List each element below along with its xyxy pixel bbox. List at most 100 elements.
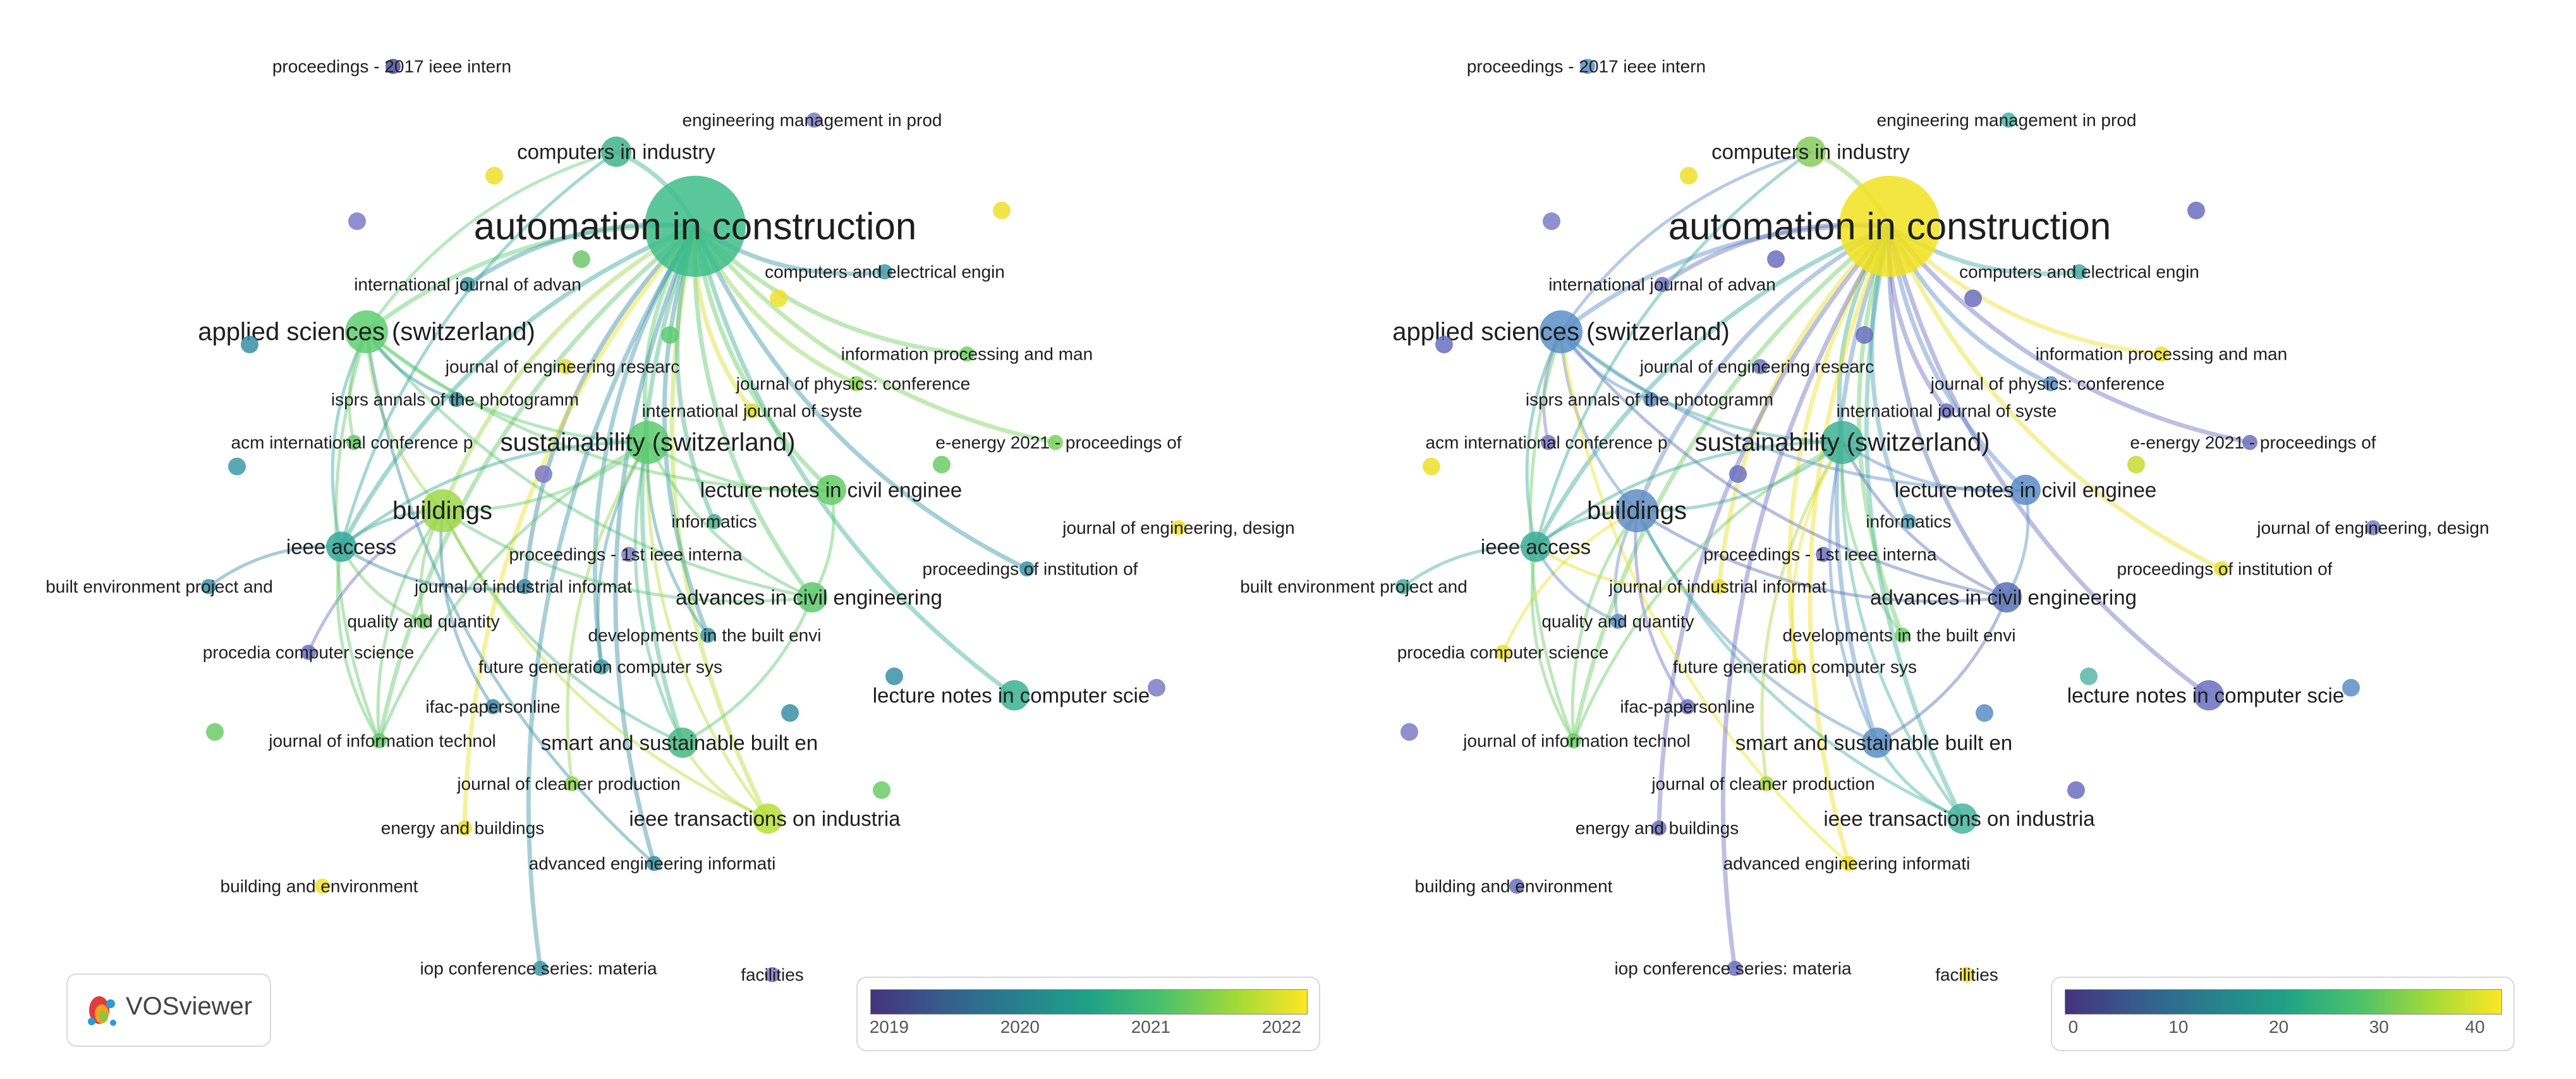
node-label[interactable]: e-energy 2021 - proceedings of <box>2130 433 2376 453</box>
node-circle[interactable] <box>485 699 501 714</box>
node-circle[interactable] <box>1964 290 1982 307</box>
node-label[interactable]: international journal of syste <box>1837 401 2057 421</box>
node-circle[interactable] <box>326 532 356 562</box>
node-circle[interactable] <box>885 668 903 685</box>
node-label[interactable]: ifac-papersonline <box>425 697 560 717</box>
node-label[interactable]: procedia computer science <box>1397 643 1609 662</box>
node-label[interactable]: international journal of advan <box>1548 275 1776 295</box>
node-circle[interactable] <box>2001 113 2016 128</box>
node-circle[interactable] <box>849 376 864 391</box>
node-circle[interactable] <box>2043 376 2058 391</box>
node-label[interactable]: facilities <box>1935 965 1998 985</box>
node-circle[interactable] <box>770 290 787 307</box>
node-circle[interactable] <box>1395 579 1411 594</box>
node-circle[interactable] <box>1895 628 1910 643</box>
node-label[interactable]: quality and quantity <box>347 612 499 631</box>
node-circle[interactable] <box>2154 346 2169 362</box>
node-label[interactable]: journal of physics: conference <box>736 374 970 394</box>
node-label[interactable]: sustainability (switzerland) <box>1695 429 1990 456</box>
node-circle[interactable] <box>315 879 330 894</box>
node-circle[interactable] <box>1816 547 1831 562</box>
node-circle[interactable] <box>201 579 216 594</box>
node-label[interactable]: proceedings - 1st ieee interna <box>509 545 743 564</box>
node-label[interactable]: advanced engineering informati <box>529 854 776 874</box>
node-circle[interactable] <box>1862 728 1892 758</box>
node-label[interactable]: international journal of syste <box>642 401 863 421</box>
node-label[interactable]: buildings <box>1587 497 1687 525</box>
node-circle[interactable] <box>1400 723 1418 741</box>
node-circle[interactable] <box>1655 277 1670 292</box>
node-circle[interactable] <box>877 264 892 279</box>
node-label[interactable]: developments in the built envi <box>1783 626 2016 645</box>
node-label[interactable]: proceedings - 2017 ieee intern <box>272 57 511 76</box>
node-circle[interactable] <box>2214 561 2229 576</box>
node-label[interactable]: information processing and man <box>841 344 1093 364</box>
node-label[interactable]: procedia computer science <box>203 643 415 662</box>
node-circle[interactable] <box>533 961 548 976</box>
node-circle[interactable] <box>781 704 799 722</box>
node-label[interactable]: acm international conference p <box>1426 433 1668 453</box>
node-circle[interactable] <box>1566 733 1581 748</box>
node-label[interactable]: acm international conference p <box>231 433 473 453</box>
node-circle[interactable] <box>564 776 580 791</box>
node-label[interactable]: ieee transactions on industria <box>1823 807 2095 831</box>
node-label[interactable]: iop conference series: materia <box>420 959 657 978</box>
node-circle[interactable] <box>700 628 715 643</box>
node-label[interactable]: quality and quantity <box>1541 612 1694 631</box>
node-circle[interactable] <box>2366 520 2381 535</box>
node-circle[interactable] <box>933 456 951 473</box>
node-label[interactable]: engineering management in prod <box>683 111 942 130</box>
node-label[interactable]: proceedings - 2017 ieee intern <box>1467 57 1706 76</box>
node-circle[interactable] <box>1821 421 1864 464</box>
node-label[interactable]: proceedings of institution of <box>2117 559 2333 579</box>
node-circle[interactable] <box>645 176 746 277</box>
node-circle[interactable] <box>1976 704 1993 722</box>
node-label[interactable]: journal of cleaner production <box>456 774 680 794</box>
node-circle[interactable] <box>1753 359 1768 374</box>
node-label[interactable]: journal of industrial informat <box>414 577 632 597</box>
node-circle[interactable] <box>228 458 246 475</box>
node-circle[interactable] <box>416 614 431 629</box>
node-circle[interactable] <box>206 723 224 741</box>
node-circle[interactable] <box>765 967 780 982</box>
node-circle[interactable] <box>517 579 532 594</box>
node-circle[interactable] <box>707 514 722 529</box>
node-circle[interactable] <box>2072 264 2087 279</box>
node-circle[interactable] <box>1680 699 1695 714</box>
node-label[interactable]: journal of physics: conference <box>1930 374 2165 394</box>
node-label[interactable]: journal of industrial informat <box>1608 577 1826 597</box>
node-circle[interactable] <box>1521 532 1551 562</box>
node-circle[interactable] <box>1839 176 1940 277</box>
node-circle[interactable] <box>2342 679 2360 697</box>
node-label[interactable]: international journal of advan <box>354 275 581 295</box>
node-circle[interactable] <box>1789 659 1804 674</box>
node-label[interactable]: building and environment <box>221 877 418 896</box>
node-label[interactable]: isprs annals of the photogramm <box>331 390 579 410</box>
node-label[interactable]: information processing and man <box>2036 344 2287 364</box>
node-circle[interactable] <box>999 680 1030 710</box>
node-circle[interactable] <box>386 59 401 74</box>
node-label[interactable]: built environment project and <box>46 577 273 597</box>
node-circle[interactable] <box>647 856 662 871</box>
node-label[interactable]: lecture notes in computer scie <box>2067 684 2344 707</box>
node-circle[interactable] <box>1435 336 1453 353</box>
node-label[interactable]: computers in industry <box>517 140 715 164</box>
node-label[interactable]: engineering management in prod <box>1877 111 2137 130</box>
node-label[interactable]: ieee access <box>1481 535 1591 559</box>
node-circle[interactable] <box>301 645 316 660</box>
node-circle[interactable] <box>1939 403 1954 418</box>
node-circle[interactable] <box>460 277 475 292</box>
node-label[interactable]: journal of engineering researc <box>1639 357 1874 377</box>
node-label[interactable]: buildings <box>392 497 492 525</box>
node-circle[interactable] <box>1423 458 1440 475</box>
node-circle[interactable] <box>558 359 573 374</box>
node-circle[interactable] <box>346 435 361 450</box>
node-circle[interactable] <box>1540 310 1583 353</box>
node-label[interactable]: iop conference series: materia <box>1614 959 1852 978</box>
node-circle[interactable] <box>1580 59 1595 74</box>
node-circle[interactable] <box>873 781 890 799</box>
node-circle[interactable] <box>621 547 636 562</box>
node-label[interactable]: ifac-papersonline <box>1620 697 1754 717</box>
node-circle[interactable] <box>1680 167 1698 185</box>
node-circle[interactable] <box>806 113 822 128</box>
